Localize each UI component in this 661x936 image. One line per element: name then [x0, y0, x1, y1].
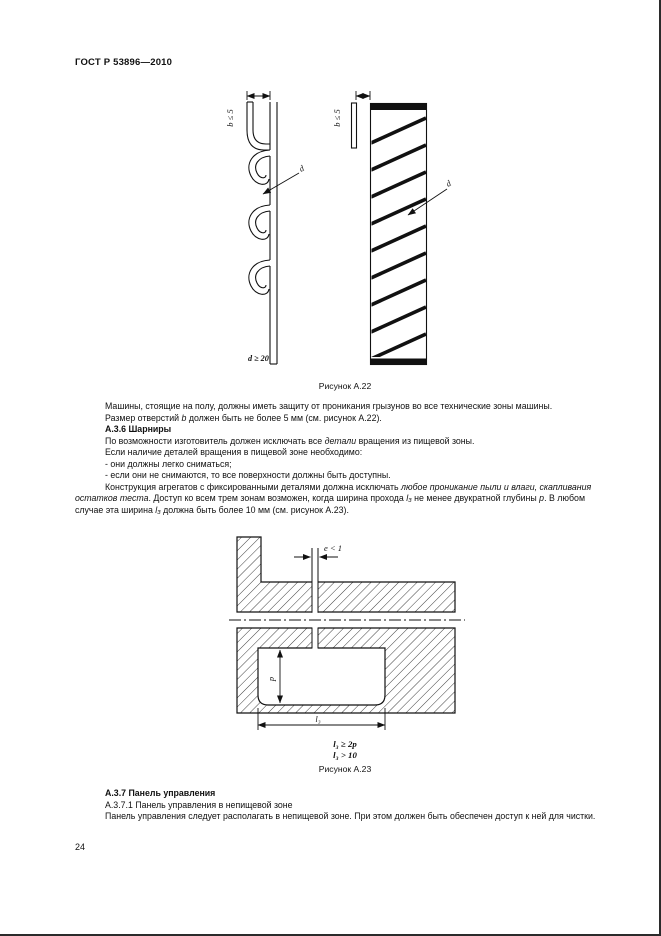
slot-lower-lines [311, 627, 319, 649]
paragraph: Размер отверстий b должен быть не более … [75, 413, 596, 425]
paragraph: Машины, стоящие на полу, должны иметь за… [75, 401, 596, 413]
paragraph-text: должна быть более 10 мм (см. рисунок А.2… [160, 504, 349, 515]
page-number: 24 [75, 842, 86, 852]
paragraph: Если наличие деталей вращения в пищевой … [105, 447, 363, 457]
paragraph-text: По возможности изготовитель должен исклю… [105, 435, 325, 446]
heading-a371: А.3.7.1 Панель управления в непищевой зо… [105, 799, 293, 810]
var-p: p [539, 493, 545, 503]
heading-a36: А.3.6 Шарниры [105, 424, 172, 434]
hinged-panel-profile [246, 101, 278, 365]
slot-gap-upper [312, 581, 318, 613]
paragraph-text: . В любом случае эта ширина [75, 493, 585, 515]
section-a37: А.3.7 Панель управления А.3.7.1 Панель у… [75, 788, 596, 823]
paragraph: По возможности изготовитель должен исклю… [75, 436, 596, 448]
dim-d20-label: d ≥ 20 [248, 354, 269, 363]
dimension-d-right [407, 188, 448, 216]
plate-slots [371, 116, 426, 357]
slot-gap-lower [312, 627, 318, 649]
body-text: Машины, стоящие на полу, должны иметь за… [75, 401, 596, 516]
paragraph-text: должен быть не более 5 мм (см. рисунок А… [186, 412, 382, 423]
var-l3: l₃ [155, 504, 161, 515]
var-l3: l₃ [406, 493, 412, 503]
dim-p-label: p [266, 677, 276, 682]
list-item: - они должны легко сниматься; [105, 458, 232, 469]
plate-bottom-bar [370, 358, 427, 365]
dim-d-right-label: d [444, 178, 453, 189]
figure-a23-formulas: l₃ ≥ 2p l₃ > 10 [75, 739, 615, 761]
figure-a23-drawing: e < 1 p l₃ [229, 536, 465, 730]
paragraph-text: Конструкция агрегатов с фиксированными д… [105, 481, 402, 492]
emphasis: детали [324, 435, 357, 446]
paragraph-text: не менее двукратной глубины [411, 493, 540, 503]
plate-top-bar [370, 103, 427, 110]
paragraph-text: Размер отверстий [105, 412, 182, 423]
var-b: b [181, 412, 187, 423]
figure-a22-drawing: b ≤ 5 d d ≥ 20 b ≤ 5 d [225, 91, 453, 366]
figure-a23-caption: Рисунок А.23 [318, 764, 372, 774]
slot-tube-lines [311, 548, 319, 613]
formula-l3-10: l₃ > 10 [333, 750, 357, 760]
lower-block-section [236, 627, 456, 714]
list-item: - если они не снимаются, то все поверхно… [105, 470, 391, 480]
dim-l3-label: l₃ [315, 714, 320, 724]
paragraph: Панель управления следует располагать в … [105, 811, 596, 821]
dimension-b-right [355, 91, 371, 100]
dimension-d-left [262, 172, 300, 195]
dimension-b-left [246, 91, 271, 100]
emphasis: любое проникание пыли и влаги, скапливан… [75, 481, 592, 504]
figure-a22-caption: Рисунок А.22 [318, 381, 372, 391]
page-title: ГОСТ Р 53896—2010 [75, 57, 173, 68]
dim-d-left-label: d [297, 163, 306, 174]
dimension-l3 [257, 708, 386, 730]
dim-b-right-label: b ≤ 5 [332, 109, 342, 126]
paragraph-text: вращения из пищевой зоны. [356, 435, 475, 446]
paragraph-text: . Доступ ко всем трем зонам возможен, ко… [148, 493, 407, 503]
paragraph-text: Машины, стоящие на полу, должны иметь за… [105, 401, 553, 411]
paragraph: Конструкция агрегатов с фиксированными д… [75, 482, 596, 517]
upper-assembly-section [236, 536, 456, 613]
dim-e-label: e < 1 [324, 543, 342, 553]
formula-l3-2p: l₃ ≥ 2p [333, 739, 357, 749]
dim-b-left-label: b ≤ 5 [225, 109, 235, 126]
heading-a37: А.3.7 Панель управления [105, 788, 216, 798]
